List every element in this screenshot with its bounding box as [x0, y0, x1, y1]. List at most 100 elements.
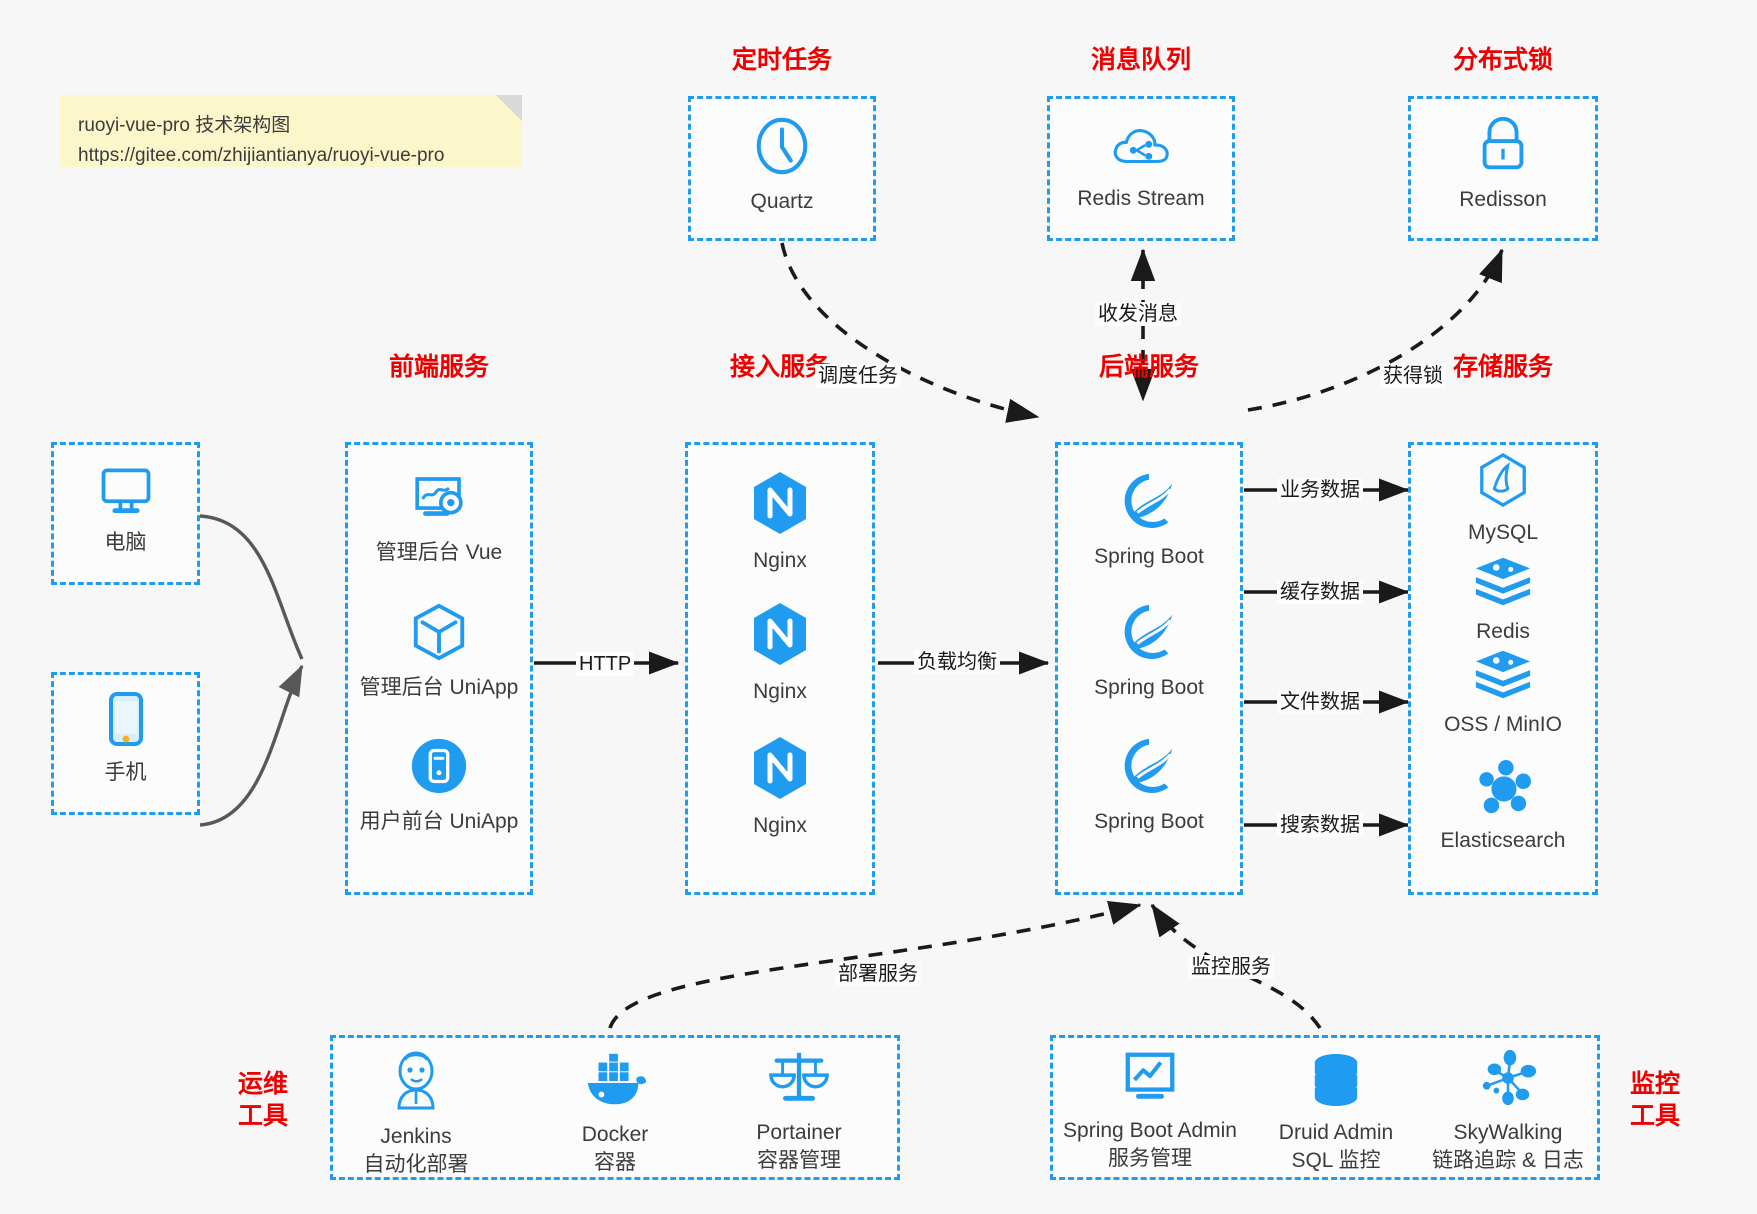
caption-devops-tools: 运维工具: [237, 1070, 288, 1130]
node-sublabel: 服务管理: [1108, 1147, 1192, 1170]
app-circle-icon: [345, 735, 533, 802]
group-backend-service: [1055, 442, 1243, 895]
node-label: Druid Admin: [1278, 1121, 1394, 1144]
node-label: 用户前台 UniApp: [359, 810, 519, 833]
node-label: Spring Boot: [1094, 676, 1204, 699]
database-icon: [1250, 1052, 1422, 1113]
node-label: OSS / MinIO: [1444, 713, 1562, 736]
node-label: 电脑: [104, 531, 147, 554]
edge-label-load-balance: 负载均衡: [914, 650, 1000, 674]
node-label: Redisson: [1459, 188, 1547, 211]
dashboard-gear-icon: [345, 470, 533, 533]
node-jenkins[interactable]: Jenkins 自动化部署: [330, 1048, 502, 1179]
node-quartz[interactable]: Quartz: [688, 115, 876, 216]
clock-icon: [688, 115, 876, 182]
node-mysql[interactable]: MySQL: [1408, 452, 1598, 547]
group-frontend-service: [345, 442, 533, 895]
node-nginx-2[interactable]: Nginx: [685, 601, 875, 706]
edge-label-deploy-service: 部署服务: [835, 962, 921, 986]
cube-icon: [345, 601, 533, 668]
node-sublabel: 容器: [594, 1151, 636, 1174]
node-label: Nginx: [753, 549, 807, 572]
node-redisson[interactable]: Redisson: [1408, 113, 1598, 214]
node-redis[interactable]: Redis: [1408, 555, 1598, 646]
note-line-title: ruoyi-vue-pro 技术架构图: [78, 115, 291, 136]
nginx-icon: [685, 735, 875, 806]
lock-icon: [1408, 113, 1598, 180]
caption-distributed-lock: 分布式锁: [1452, 46, 1553, 74]
caption-message-queue: 消息队列: [1090, 46, 1191, 74]
node-label: Spring Boot: [1094, 545, 1204, 568]
note-line-url: https://gitee.com/zhijiantianya/ruoyi-vu…: [78, 145, 445, 166]
node-label: Nginx: [753, 814, 807, 837]
node-elasticsearch[interactable]: Elasticsearch: [1408, 760, 1598, 855]
edge-label-http: HTTP: [576, 652, 635, 676]
node-nginx-3[interactable]: Nginx: [685, 735, 875, 840]
node-docker[interactable]: Docker 容器: [529, 1052, 701, 1177]
docker-icon: [529, 1052, 701, 1115]
node-sublabel: SQL 监控: [1291, 1149, 1381, 1172]
spring-boot-icon: [1055, 470, 1243, 537]
node-label: 管理后台 Vue: [375, 541, 503, 564]
note-fold-corner: [496, 95, 522, 121]
spring-boot-icon: [1055, 735, 1243, 802]
node-spring-boot-admin[interactable]: Spring Boot Admin 服务管理: [1050, 1048, 1250, 1173]
node-admin-uniapp[interactable]: 管理后台 UniApp: [345, 601, 533, 702]
redis-icon: [1408, 555, 1598, 612]
node-skywalking[interactable]: SkyWalking 链路追踪 & 日志: [1415, 1048, 1601, 1175]
caption-storage-service: 存储服务: [1452, 353, 1553, 381]
edge-label-business-data: 业务数据: [1277, 478, 1363, 502]
node-spring-boot-3[interactable]: Spring Boot: [1055, 735, 1243, 836]
node-label: 管理后台 UniApp: [359, 676, 519, 699]
edge-label-file-data: 文件数据: [1277, 690, 1363, 714]
node-redis-stream[interactable]: Redis Stream: [1047, 118, 1235, 213]
node-label: Elasticsearch: [1440, 829, 1566, 852]
node-mobile[interactable]: 手机: [51, 690, 200, 787]
edge-label-schedule-task: 调度任务: [815, 364, 901, 388]
desktop-icon: [51, 462, 200, 523]
node-sublabel: 自动化部署: [363, 1153, 469, 1176]
node-label: SkyWalking: [1453, 1121, 1563, 1144]
edge-label-cache-data: 缓存数据: [1277, 580, 1363, 604]
node-label: Nginx: [753, 680, 807, 703]
mysql-icon: [1408, 452, 1598, 513]
nginx-icon: [685, 601, 875, 672]
cloud-stream-icon: [1047, 118, 1235, 179]
caption-frontend-service: 前端服务: [388, 353, 489, 381]
node-label: Spring Boot Admin: [1063, 1119, 1237, 1142]
node-label: Portainer: [756, 1121, 842, 1144]
node-druid-admin[interactable]: Druid Admin SQL 监控: [1250, 1052, 1422, 1175]
node-label: Redis: [1476, 620, 1530, 643]
node-spring-boot-1[interactable]: Spring Boot: [1055, 470, 1243, 571]
elasticsearch-icon: [1408, 760, 1598, 821]
node-oss-minio[interactable]: OSS / MinIO: [1408, 648, 1598, 739]
group-message-queue: [1047, 96, 1235, 241]
mobile-phone-icon: [51, 690, 200, 753]
caption-scheduled-task: 定时任务: [731, 46, 832, 74]
nginx-icon: [685, 470, 875, 541]
node-label: 手机: [104, 761, 147, 784]
node-label: Spring Boot: [1094, 810, 1204, 833]
node-spring-boot-2[interactable]: Spring Boot: [1055, 601, 1243, 702]
node-sublabel: 链路追踪 & 日志: [1432, 1149, 1584, 1172]
skywalking-icon: [1415, 1048, 1601, 1113]
node-label: Docker: [581, 1123, 649, 1146]
edge-label-send-receive-message: 收发消息: [1095, 302, 1181, 326]
node-desktop[interactable]: 电脑: [51, 462, 200, 557]
node-admin-vue[interactable]: 管理后台 Vue: [345, 470, 533, 567]
edge-label-search-data: 搜索数据: [1277, 813, 1363, 837]
node-portainer[interactable]: Portainer 容器管理: [713, 1048, 885, 1175]
node-label: Quartz: [750, 190, 814, 213]
node-user-uniapp[interactable]: 用户前台 UniApp: [345, 735, 533, 836]
scales-icon: [713, 1048, 885, 1113]
node-sublabel: 容器管理: [757, 1149, 841, 1172]
group-client-desktop: [51, 442, 200, 585]
node-label: Redis Stream: [1077, 187, 1205, 210]
edge-label-acquire-lock: 获得锁: [1380, 364, 1446, 388]
node-label: MySQL: [1467, 521, 1538, 544]
node-nginx-1[interactable]: Nginx: [685, 470, 875, 575]
jenkins-icon: [330, 1048, 502, 1117]
caption-backend-service: 后端服务: [1098, 353, 1199, 381]
caption-access-service: 接入服务: [729, 353, 830, 381]
